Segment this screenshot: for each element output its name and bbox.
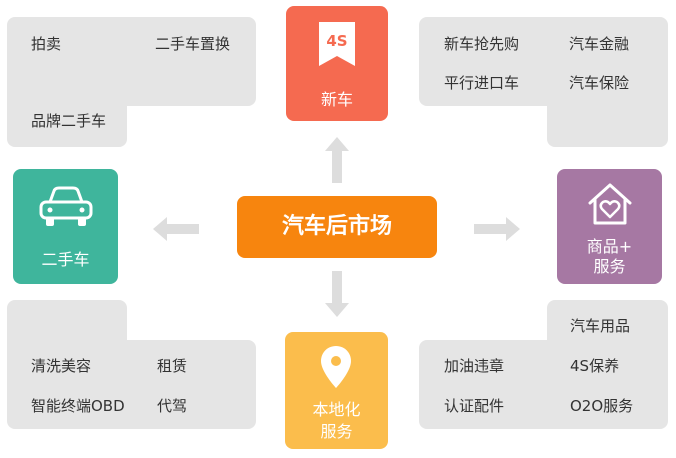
- local-services-tile: 本地化 服务: [285, 332, 388, 449]
- arrow-left-icon: [153, 217, 199, 241]
- used-car-panel-ext: [7, 90, 127, 147]
- item-rental: 租赁: [157, 357, 188, 375]
- item-car-supplies: 汽车用品: [570, 317, 631, 335]
- used-car-tile: 二手车: [13, 169, 118, 284]
- 4s-badge-text: 4S: [326, 32, 347, 50]
- new-car-tile: 4S 新车: [286, 6, 388, 121]
- goods-services-label-line1: 商品+: [586, 237, 633, 256]
- goods-services-tile: 商品+ 服务: [557, 169, 662, 284]
- item-auction: 拍卖: [31, 35, 62, 53]
- used-car-label: 二手车: [41, 250, 90, 269]
- goods-services-label-line2: 服务: [593, 257, 626, 276]
- new-car-label: 新车: [320, 90, 353, 109]
- item-wash-beauty: 清洗美容: [31, 357, 92, 375]
- item-fuel-violation: 加油违章: [444, 357, 505, 375]
- item-car-insurance: 汽车保险: [569, 74, 630, 92]
- home-heart-icon: [588, 183, 632, 225]
- arrow-down-icon: [325, 271, 349, 317]
- arrow-up-icon: [325, 137, 349, 183]
- item-designated-driver: 代驾: [157, 397, 188, 415]
- center-hub: 汽车后市场: [237, 196, 437, 258]
- arrow-right-icon: [474, 217, 520, 241]
- item-4s-maintenance: 4S保养: [570, 357, 620, 375]
- local-panel: [419, 340, 668, 429]
- item-new-car-presale: 新车抢先购: [444, 35, 520, 53]
- goods-panel: [7, 340, 256, 429]
- item-car-finance: 汽车金融: [569, 35, 630, 53]
- new-car-panel-ext: [547, 90, 668, 147]
- item-smart-obd: 智能终端OBD: [31, 397, 125, 415]
- item-certified-parts: 认证配件: [444, 397, 505, 415]
- item-brand-used-car: 品牌二手车: [31, 112, 107, 130]
- item-parallel-import: 平行进口车: [444, 74, 520, 92]
- car-icon: [39, 186, 93, 226]
- location-pin-icon: [321, 346, 351, 388]
- local-services-label-line2: 服务: [320, 422, 353, 441]
- local-services-label-line1: 本地化: [312, 400, 361, 419]
- item-o2o-service: O2O服务: [570, 397, 634, 415]
- item-trade-in: 二手车置换: [155, 35, 231, 53]
- 4s-badge-icon: 4S: [319, 22, 355, 66]
